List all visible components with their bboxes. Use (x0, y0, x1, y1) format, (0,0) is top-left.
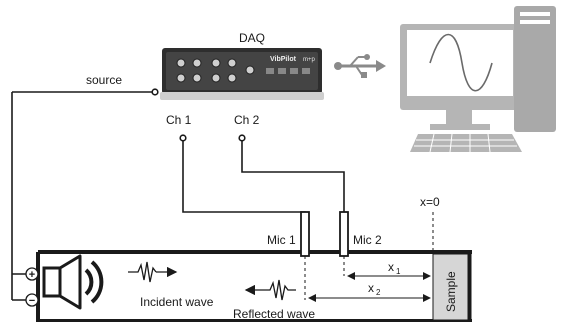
ch2-label: Ch 2 (234, 113, 260, 127)
plus-terminal: + (25, 267, 39, 281)
source-wire (11, 88, 159, 301)
mic1-label: Mic 1 (267, 233, 296, 247)
incident-wave-glyph (128, 261, 178, 283)
x0-label: x=0 (420, 195, 440, 209)
minus-terminal: − (25, 293, 39, 307)
svg-text:+: + (29, 269, 35, 281)
svg-text:−: − (29, 295, 35, 307)
microphone-icon-2 (339, 211, 349, 276)
source-label: source (86, 73, 122, 87)
incident-wave-label: Incident wave (140, 295, 214, 309)
usb-icon (334, 54, 386, 78)
x2-subscript: 2 (376, 288, 381, 297)
mic2-label: Mic 2 (353, 233, 382, 247)
ch2-wire (238, 134, 345, 214)
x1-label: x (388, 260, 394, 274)
x1-subscript: 1 (396, 267, 401, 276)
sample-label: Sample (444, 271, 458, 312)
reflected-wave-label: Reflected wave (233, 307, 315, 321)
computer-icon (400, 6, 556, 153)
sample-block (432, 253, 469, 321)
reflected-wave-glyph (244, 279, 296, 301)
x2-dimension: x 2 (308, 281, 431, 302)
daq-brand: VibPilot (270, 56, 297, 63)
impedance-tube (36, 250, 472, 322)
x2-label: x (368, 281, 374, 295)
speaker-icon (42, 254, 104, 310)
ch1-label: Ch 1 (166, 113, 192, 127)
daq-label: DAQ (239, 31, 265, 45)
daq-badge: m+p (303, 57, 316, 63)
microphone-icon-1 (300, 211, 310, 300)
x1-dimension: x 1 (347, 260, 431, 280)
daq-device: VibPilot m+p (160, 48, 324, 100)
